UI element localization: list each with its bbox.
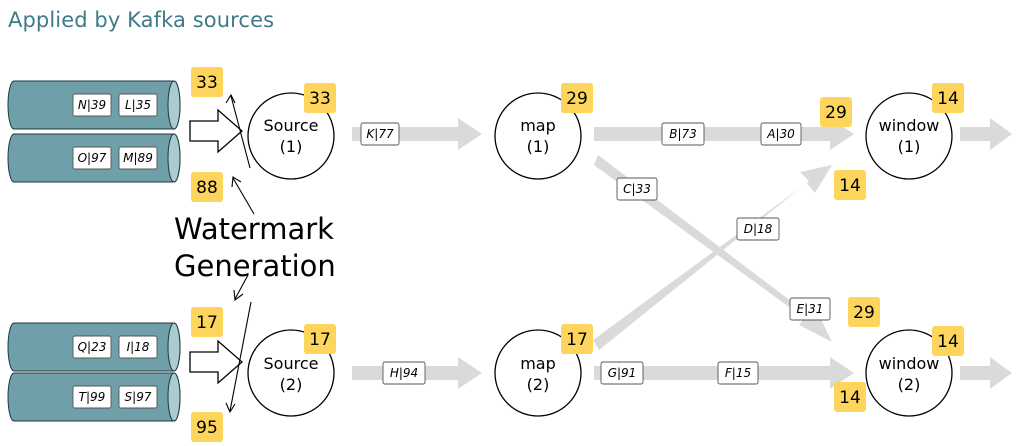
svg-text:window: window [879,354,940,373]
watermark-badge: 29 [853,303,875,323]
annotation-line-1: Watermark [174,212,334,246]
record-tag: E|31 [797,302,824,316]
watermark-badges: 33 88 17 95 33 17 29 17 29 14 14 29 14 1… [191,67,964,442]
node-window1: window (1) [865,92,953,180]
record-tag: G|91 [608,366,637,380]
watermark-badge: 14 [839,176,861,196]
stream-records: K|77 H|94 B|73 A|30 C|33 E|31 D|18 G|91 … [360,122,831,385]
watermark-badge: 95 [196,418,218,438]
record-tag: H|94 [390,366,418,380]
record-tag: B|73 [669,127,697,141]
watermark-badge: 33 [196,73,218,93]
partition-1: N|39 L|35 [7,80,181,130]
record-tag: M|89 [123,151,153,165]
annotation-line-2: Generation [174,249,336,283]
partition-3: Q|23 I|18 [7,322,181,372]
svg-text:Source: Source [264,116,319,135]
watermark-badge: 29 [566,89,588,109]
svg-text:window: window [879,116,940,135]
record-tag: A|30 [766,127,795,141]
svg-text:(1): (1) [280,137,303,156]
svg-text:(1): (1) [527,137,550,156]
watermark-badge: 14 [937,332,959,352]
record-tag: C|33 [623,182,651,196]
svg-text:(2): (2) [280,375,303,394]
node-map1: map (1) [494,92,582,180]
record-tag: D|18 [744,222,773,236]
record-tag: L|35 [125,98,151,112]
hollow-arrow-source2 [189,339,243,385]
watermark-badge: 29 [825,103,847,123]
svg-text:(1): (1) [898,137,921,156]
kafka-partitions: N|39 L|35 O|97 M|89 Q|23 I|18 T|99 S| [7,80,181,422]
svg-text:Source: Source [264,354,319,373]
diagram-title: Applied by Kafka sources [8,8,275,32]
partition-2: O|97 M|89 [7,133,181,183]
watermark-pointers [225,93,255,414]
record-tag: F|15 [725,366,751,380]
arrow-source1-to-map1 [352,118,482,150]
node-window2: window (2) [865,329,953,417]
record-tag: O|97 [78,151,107,165]
watermark-badge: 33 [309,89,331,109]
arrow-map1-to-window1 [594,118,854,150]
hollow-arrow-source1 [189,108,243,154]
watermark-badge: 17 [566,330,588,350]
watermark-badge: 14 [839,388,861,408]
arrow-map1-to-window2 [594,155,832,342]
arrow-window1-out [960,118,1012,150]
watermark-badge: 14 [937,89,959,109]
arrow-window2-out [960,357,1012,389]
watermark-badge: 17 [309,330,331,350]
record-tag: K|77 [366,127,394,141]
watermark-badge: 17 [196,313,218,333]
record-tag: Q|23 [78,340,107,354]
node-source1: Source (1) [247,92,335,180]
svg-text:map: map [520,116,556,135]
svg-text:map: map [520,354,556,373]
node-map2: map (2) [494,329,582,417]
record-tag: S|97 [125,390,152,404]
svg-text:(2): (2) [527,375,550,394]
record-tag: I|18 [127,340,150,354]
watermark-badge: 88 [196,178,218,198]
arrow-map2-to-window1 [593,165,832,350]
svg-text:(2): (2) [898,375,921,394]
record-tag: N|39 [78,98,106,112]
record-tag: T|99 [79,390,106,404]
partition-4: T|99 S|97 [7,372,181,422]
